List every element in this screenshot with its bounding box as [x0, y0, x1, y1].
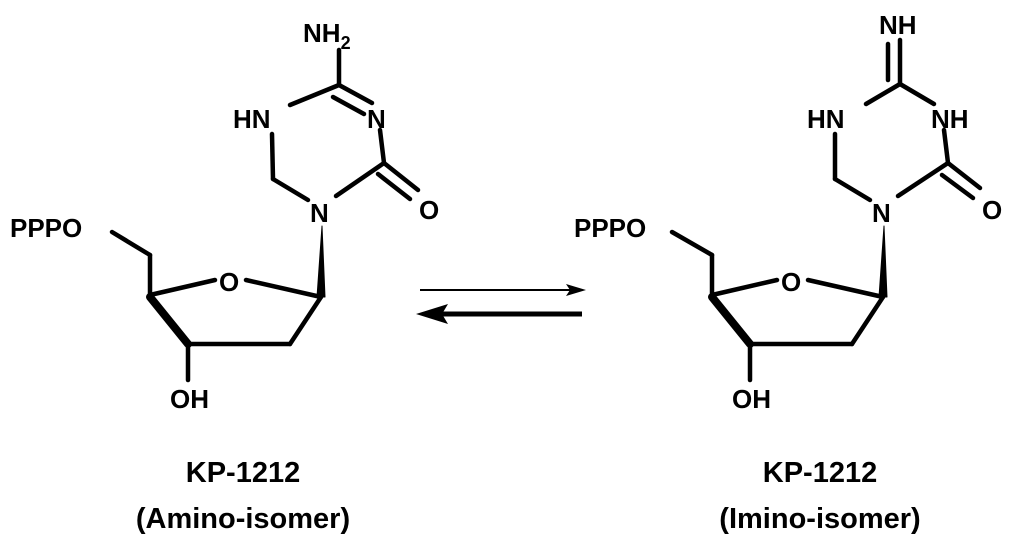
carbonyl-oxygen-label: O: [419, 195, 439, 225]
carbonyl-oxygen-label: O: [982, 195, 1002, 225]
left-compound-name: KP-1212: [186, 457, 300, 489]
amino-isomer-structure: NH2 HN N O N PPPO O OH: [10, 18, 439, 414]
left-isomer-name: (Amino-isomer): [136, 503, 350, 535]
ring-n-upper-label: N: [367, 104, 386, 134]
hydroxyl-label: OH: [732, 384, 771, 414]
ring-hn-left-label: HN: [807, 104, 845, 134]
ring-n-lower-label: N: [310, 198, 329, 228]
imino-isomer-structure: NH HN NH O N PPPO O OH: [574, 10, 1002, 414]
imino-isomer-wedge-bond: [878, 225, 888, 298]
right-isomer-name: (Imino-isomer): [719, 503, 920, 535]
amino-isomer-wedge-bond: [316, 225, 326, 298]
amino-group-label: NH2: [303, 18, 351, 53]
reverse-arrow: [416, 304, 582, 324]
triphosphate-label: PPPO: [10, 213, 82, 243]
amino-isomer-bonds: [109, 47, 421, 383]
equilibrium-arrows: [416, 284, 586, 324]
triphosphate-label: PPPO: [574, 213, 646, 243]
sugar-oxygen-label: O: [219, 267, 239, 297]
ring-nh-right-label: NH: [931, 104, 969, 134]
ring-n-lower-label: N: [872, 198, 891, 228]
hydroxyl-label: OH: [170, 384, 209, 414]
imino-isomer-bonds: [669, 37, 983, 383]
right-compound-name: KP-1212: [763, 457, 877, 489]
sugar-oxygen-label: O: [781, 267, 801, 297]
ring-hn-label: HN: [233, 104, 271, 134]
imino-group-label: NH: [879, 10, 917, 40]
forward-arrow: [420, 284, 586, 296]
